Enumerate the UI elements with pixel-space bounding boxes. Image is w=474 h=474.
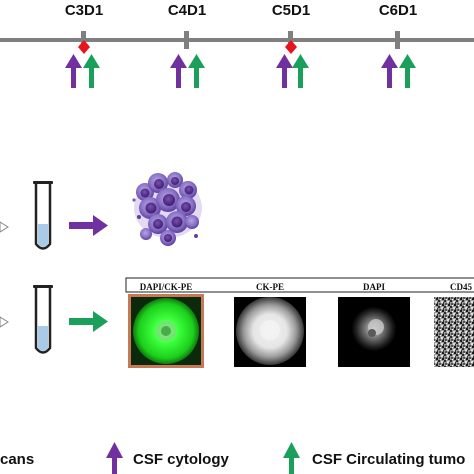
cycle-label: C6D1	[378, 2, 418, 19]
cycle-label: C5D1	[271, 2, 311, 19]
ctc-arrow	[83, 54, 100, 88]
cytology-arrow	[381, 54, 398, 88]
cytology-arrow	[170, 54, 187, 88]
cytology-arrow	[276, 54, 293, 88]
panel-ckpe	[234, 297, 306, 367]
cytology-flow-arrow	[69, 215, 108, 236]
ctc-arrow	[399, 54, 416, 88]
ctc-panel-frame	[125, 277, 474, 293]
ctc-arrow	[292, 54, 309, 88]
incoming-arrow-partial	[0, 221, 9, 233]
test-tube-ctc	[33, 285, 53, 354]
legend-ctc-arrow	[283, 442, 300, 474]
panel-label-dapi: DAPI	[363, 282, 385, 292]
incoming-arrow-partial	[0, 316, 9, 328]
panel-dapi-ckpe	[128, 294, 204, 368]
legend-cytology-label: CSF cytology	[133, 451, 229, 468]
panel-label-cd45: CD45	[450, 282, 472, 292]
timeline-tick	[395, 31, 400, 49]
panel-dapi	[338, 297, 410, 367]
cycle-label: C4D1	[167, 2, 207, 19]
cycle-label: C3D1	[64, 2, 104, 19]
panel-cd45	[434, 297, 474, 367]
timeline-tick	[81, 31, 86, 49]
test-tube-cytology	[33, 181, 53, 250]
legend-scans-label: cans	[0, 451, 35, 468]
cytology-arrow	[65, 54, 82, 88]
legend-ctc-label: CSF Circulating tumo	[312, 451, 466, 468]
timeline-tick	[288, 31, 293, 49]
mri-marker-diamond	[78, 40, 90, 54]
legend-cytology-arrow	[106, 442, 123, 474]
timeline-tick	[184, 31, 189, 49]
panel-label-dapi-ckpe: DAPI/CK-PE	[139, 282, 193, 292]
ctc-arrow	[188, 54, 205, 88]
cytology-micrograph	[128, 168, 206, 250]
ctc-flow-arrow	[69, 311, 108, 332]
mri-marker-diamond	[285, 40, 297, 54]
panel-label-ckpe: CK-PE	[256, 282, 284, 292]
